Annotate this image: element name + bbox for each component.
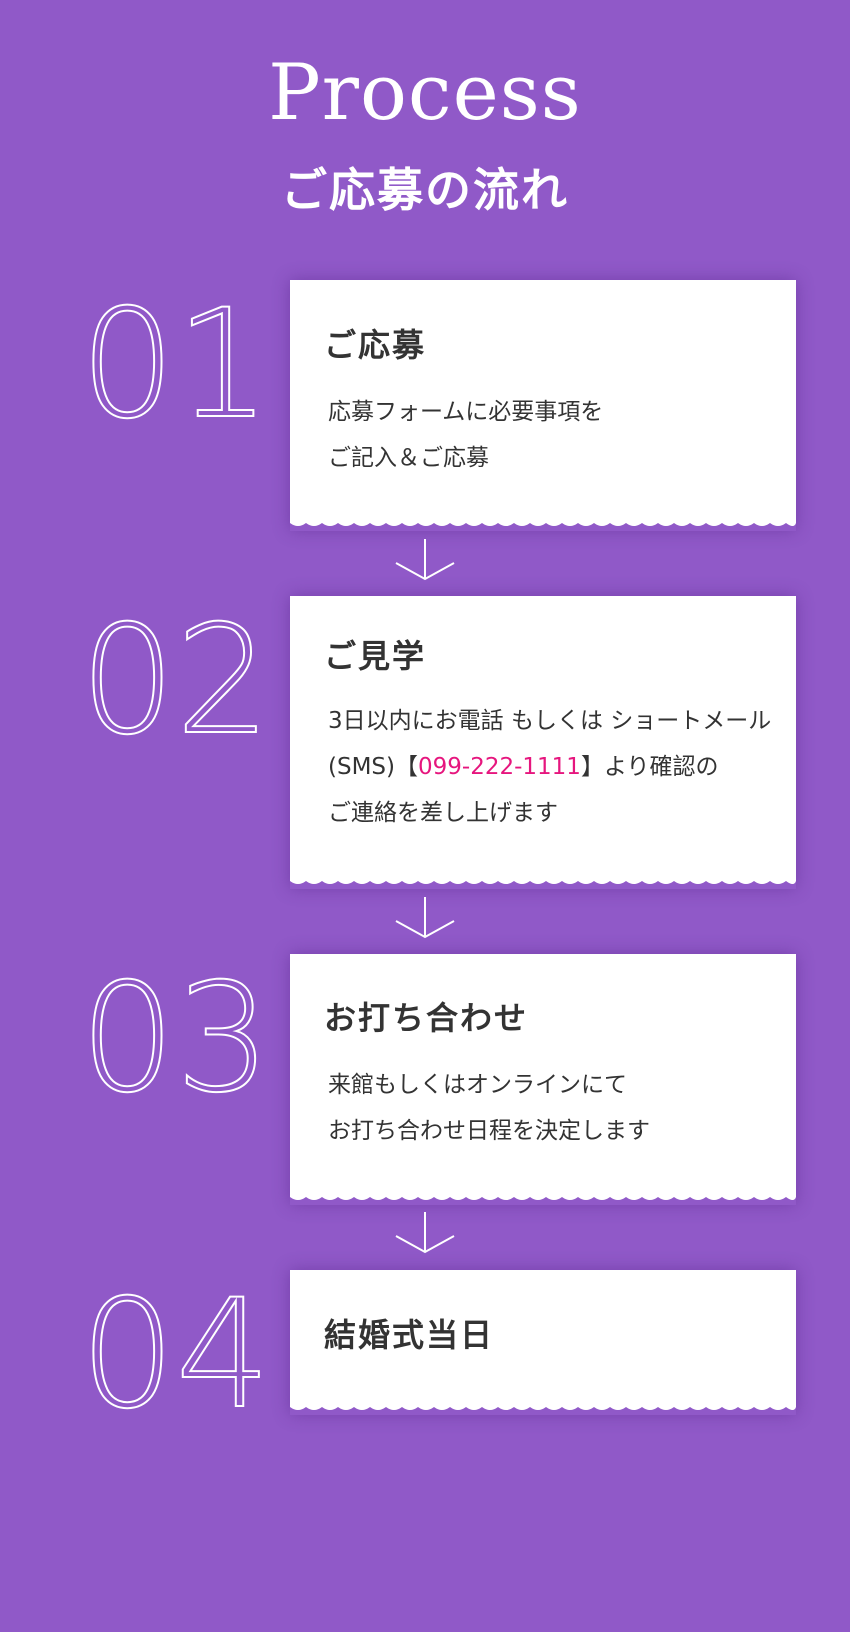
step-text-02-line3: ご連絡を差し上げます [328,800,558,826]
step-title-01: ご応募 [324,326,427,364]
section-title-ja: ご応募の流れ [281,163,569,217]
step-text-03-line1: 来館もしくはオンラインにて [328,1072,627,1098]
step-text-02-line2-pre: (SMS)【 [328,754,418,780]
wave-edge [290,1197,796,1205]
section-title-en: Process [268,48,582,138]
step-text-02-line2: (SMS)【099-222-1111】より確認の [328,744,718,790]
step-text-02-line2-post: 】より確認の [580,754,719,780]
step-number-03: 03 [79,952,272,1126]
wave-edge [290,881,796,889]
step-number-01: 01 [79,278,272,452]
step-text-01-line2: ご記入＆ご応募 [328,445,489,471]
down-arrow-icon [395,1212,455,1254]
down-arrow-icon [395,539,455,581]
step-card-03: お打ち合わせ 来館もしくはオンラインにて お打ち合わせ日程を決定します [290,954,796,1205]
step-number-02: 02 [79,594,272,768]
phone-number-link[interactable]: 099-222-1111 [418,754,581,780]
step-number-04: 04 [79,1268,272,1442]
step-title-04: 結婚式当日 [324,1316,495,1354]
wave-edge [290,523,796,531]
down-arrow-icon [395,897,455,939]
wave-edge [290,1407,796,1415]
step-text-03-line2: お打ち合わせ日程を決定します [328,1118,650,1144]
step-text-02-line1: 3日以内にお電話 もしくは ショートメール [328,708,772,734]
step-title-02: ご見学 [324,637,427,675]
step-text-01-line1: 応募フォームに必要事項を [328,399,604,425]
step-card-01: ご応募 応募フォームに必要事項を ご記入＆ご応募 [290,280,796,531]
step-card-04: 結婚式当日 [290,1270,796,1415]
step-title-03: お打ち合わせ [324,999,529,1037]
step-card-02: ご見学 3日以内にお電話 もしくは ショートメール (SMS)【099-222-… [290,596,796,889]
